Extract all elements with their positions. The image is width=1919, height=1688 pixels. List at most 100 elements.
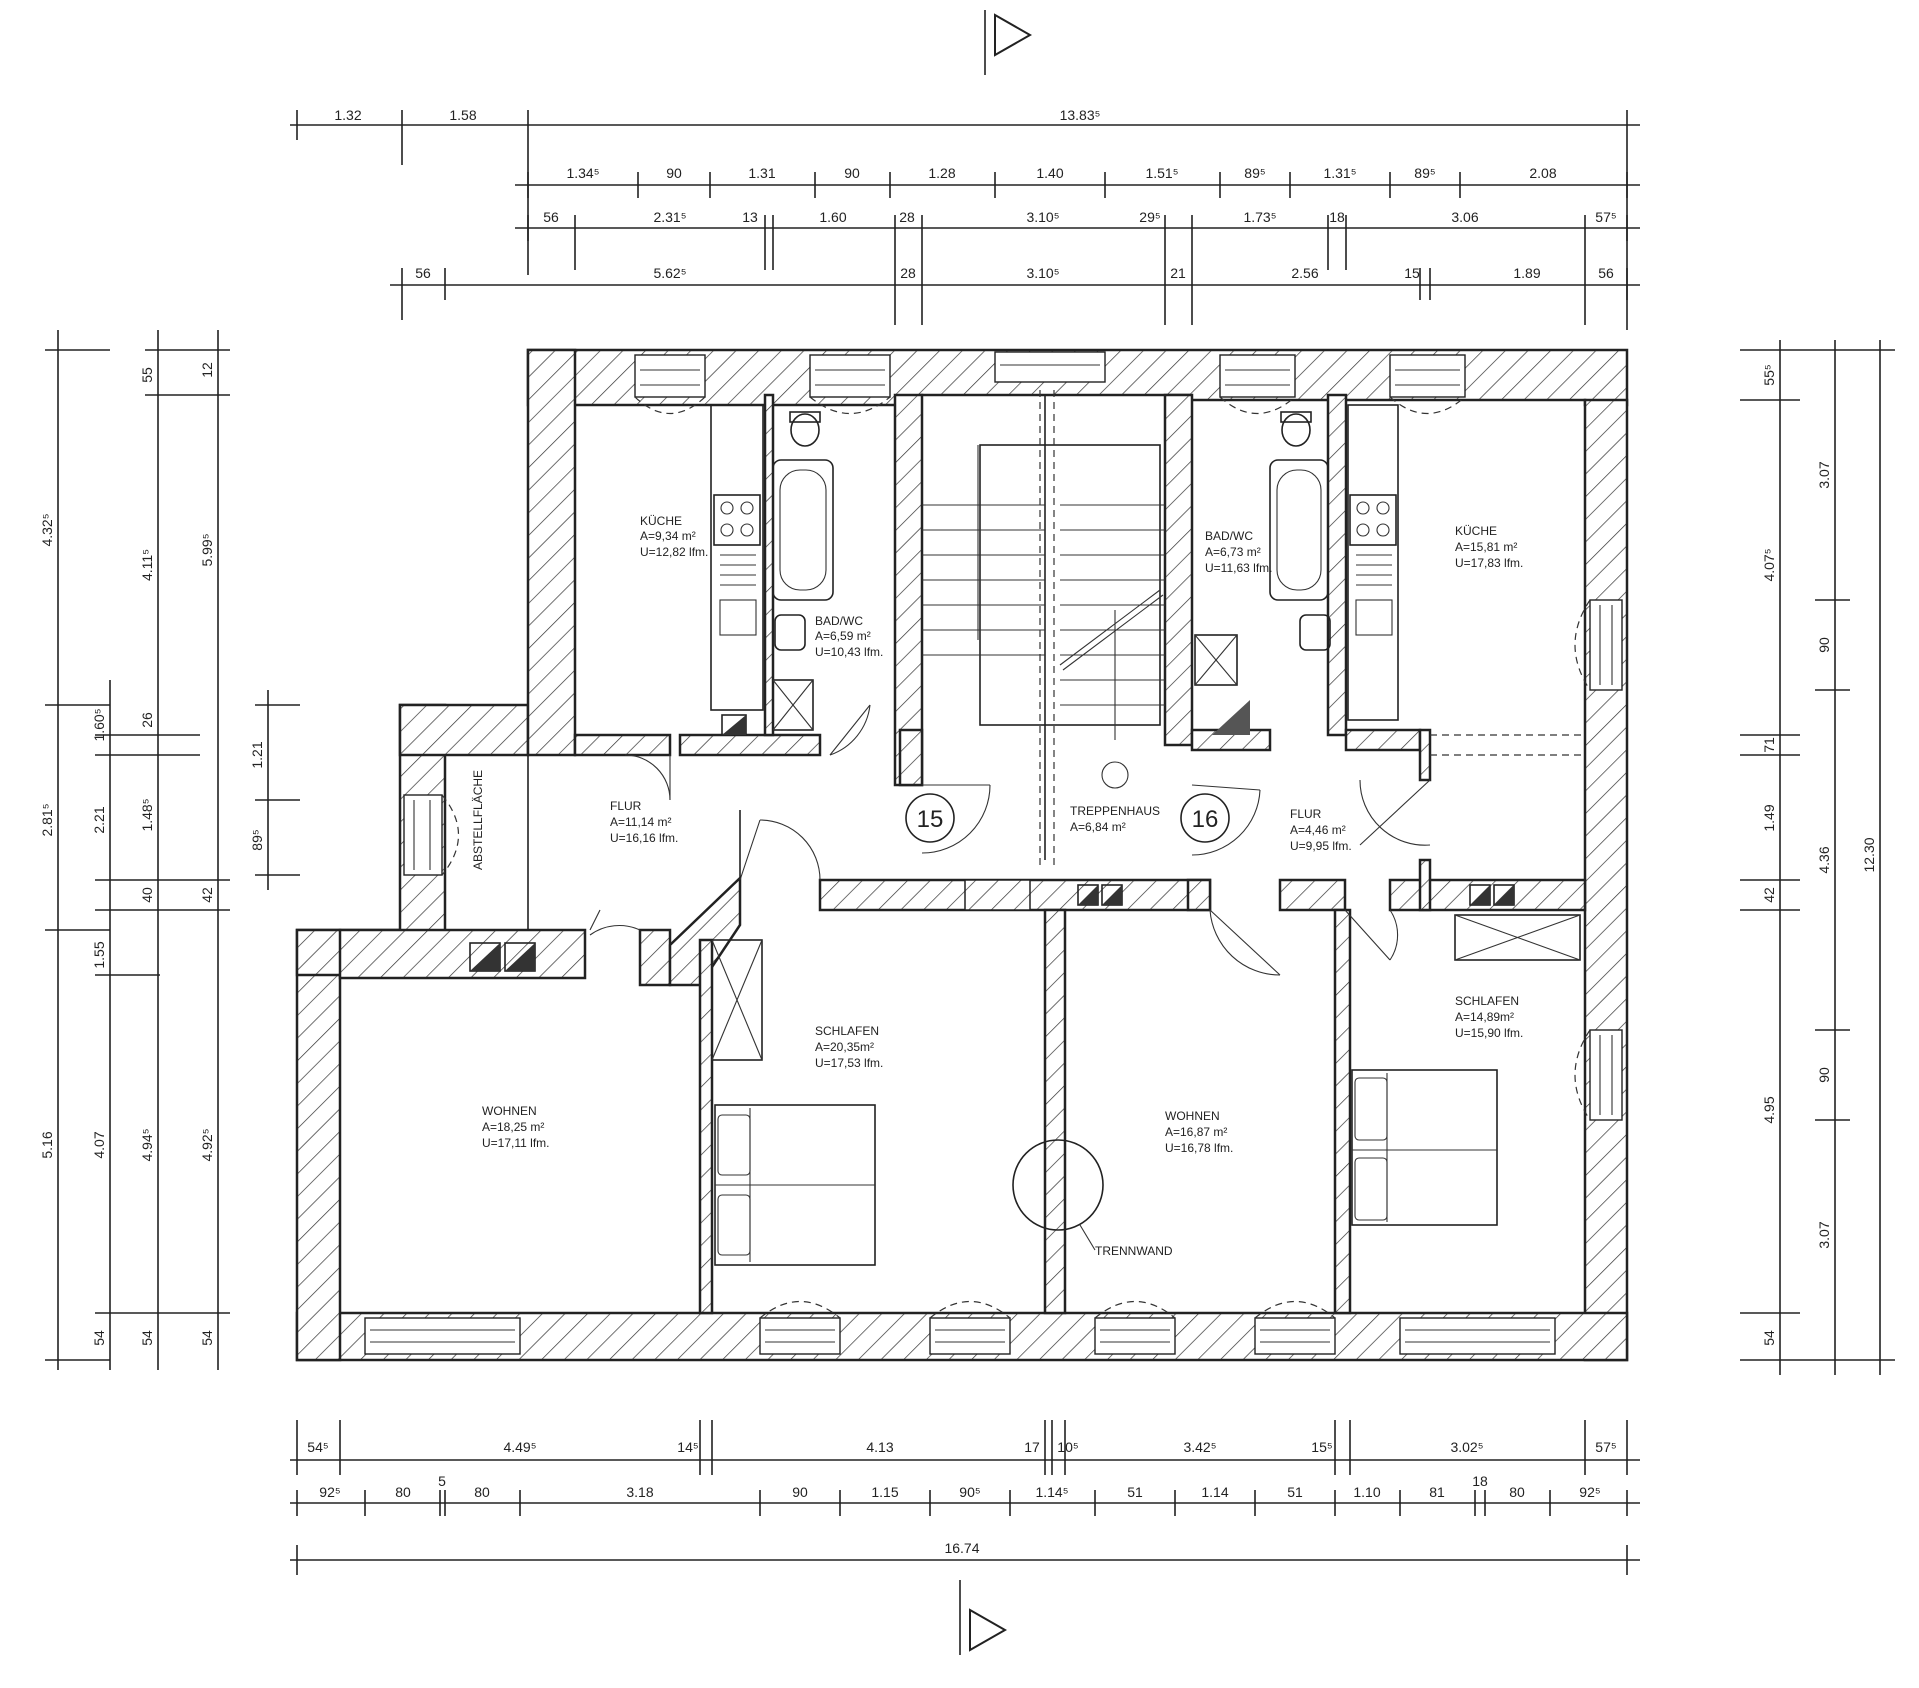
svg-text:U=17,53 lfm.: U=17,53 lfm. (815, 1056, 883, 1070)
walls (295, 348, 1629, 1362)
window-schlafen-r (1399, 1317, 1556, 1355)
svg-text:12.30: 12.30 (1861, 837, 1877, 872)
svg-text:U=12,82 lfm.: U=12,82 lfm. (640, 545, 708, 559)
svg-text:90: 90 (844, 165, 860, 181)
wall-kueche-r-stub (1418, 728, 1432, 782)
svg-text:KÜCHE: KÜCHE (1455, 524, 1497, 538)
svg-text:90: 90 (666, 165, 682, 181)
room-treppenhaus: TREPPENHAUS A=6,84 m² (1070, 804, 1160, 834)
svg-text:2.56: 2.56 (1291, 265, 1318, 281)
svg-text:U=17,83 lfm.: U=17,83 lfm. (1455, 556, 1523, 570)
svg-text:4.94⁵: 4.94⁵ (139, 1128, 155, 1161)
svg-text:1.34⁵: 1.34⁵ (566, 165, 599, 181)
svg-text:WOHNEN: WOHNEN (482, 1104, 537, 1118)
svg-text:16: 16 (1192, 806, 1219, 833)
wall-wohnen-schlafen (698, 938, 714, 1315)
svg-text:4.07: 4.07 (91, 1131, 107, 1158)
wall-left-notch (398, 703, 530, 757)
sink-icon (719, 599, 757, 636)
svg-text:FLUR: FLUR (1290, 807, 1322, 821)
wall-bad-l-bottom (678, 733, 822, 757)
room-flur-right: FLUR A=4,46 m² U=9,95 lfm. (1290, 807, 1352, 853)
svg-text:SCHLAFEN: SCHLAFEN (1455, 994, 1519, 1008)
wall-r-stub-2 (1418, 858, 1432, 912)
svg-text:4.49⁵: 4.49⁵ (503, 1439, 536, 1455)
svg-text:12: 12 (199, 362, 215, 378)
chimney-symbols (469, 714, 1515, 972)
svg-text:KÜCHE: KÜCHE (640, 514, 682, 528)
svg-text:A=6,84 m²: A=6,84 m² (1070, 820, 1126, 834)
room-flur-left: FLUR A=11,14 m² U=16,16 lfm. (610, 799, 678, 845)
washbasin-icon (774, 614, 806, 651)
svg-text:21: 21 (1170, 265, 1186, 281)
svg-text:5.62⁵: 5.62⁵ (653, 265, 686, 281)
wall-kueche-l-bottom (573, 733, 672, 757)
svg-text:2.81⁵: 2.81⁵ (39, 803, 55, 836)
svg-text:51: 51 (1287, 1484, 1303, 1500)
apartment-badge-left: 15 (905, 793, 955, 843)
svg-text:1.55: 1.55 (91, 941, 107, 968)
svg-text:1.14⁵: 1.14⁵ (1035, 1484, 1068, 1500)
wall-kueche-bad-l (763, 393, 775, 737)
svg-text:3.06: 3.06 (1451, 209, 1478, 225)
window-bad-l (809, 354, 891, 398)
svg-text:A=14,89m²: A=14,89m² (1455, 1010, 1514, 1024)
svg-text:1.21: 1.21 (249, 741, 265, 768)
dims-right: 55⁵ 4.07⁵ 71 1.49 42 4.95 54 3.07 90 4.3… (1740, 340, 1895, 1375)
svg-text:1.51⁵: 1.51⁵ (1145, 165, 1178, 181)
svg-text:U=9,95 lfm.: U=9,95 lfm. (1290, 839, 1352, 853)
svg-text:28: 28 (899, 209, 915, 225)
svg-text:A=6,59 m²: A=6,59 m² (815, 629, 871, 643)
svg-text:57⁵: 57⁵ (1595, 209, 1616, 225)
svg-text:92⁵: 92⁵ (319, 1484, 340, 1500)
wall-left-lower (295, 928, 342, 1362)
svg-text:54: 54 (139, 1330, 155, 1346)
svg-text:18: 18 (1472, 1473, 1488, 1489)
staircase (922, 390, 1165, 870)
inner-lines (527, 755, 1581, 1061)
svg-text:56: 56 (415, 265, 431, 281)
shaft-box (1194, 634, 1238, 686)
wall-bad-kueche-r (1326, 393, 1348, 737)
svg-text:15: 15 (917, 806, 944, 833)
shaft-box (711, 939, 763, 1061)
window-wohnen-r-2 (1254, 1317, 1336, 1355)
window-stair (994, 351, 1106, 383)
svg-text:55⁵: 55⁵ (1761, 364, 1777, 385)
bed-left (714, 1104, 876, 1266)
svg-text:1.14: 1.14 (1201, 1484, 1228, 1500)
svg-text:BAD/WC: BAD/WC (815, 614, 863, 628)
svg-text:U=16,78 lfm.: U=16,78 lfm. (1165, 1141, 1233, 1155)
svg-text:54⁵: 54⁵ (307, 1439, 328, 1455)
svg-text:FLUR: FLUR (610, 799, 642, 813)
window-schlafen-l-2 (929, 1317, 1011, 1355)
shaft-box (772, 679, 814, 731)
window-wohnen-l (364, 1317, 521, 1355)
wall-left-top (526, 348, 577, 757)
window-kueche-l (634, 354, 706, 398)
svg-text:55: 55 (139, 367, 155, 383)
svg-text:17: 17 (1024, 1439, 1040, 1455)
window-schlafen-r-side (1589, 1029, 1623, 1121)
window-bad-r (1219, 354, 1296, 398)
svg-text:1.49: 1.49 (1761, 804, 1777, 831)
svg-text:A=15,81 m²: A=15,81 m² (1455, 540, 1517, 554)
svg-text:42: 42 (1761, 887, 1777, 903)
dims-left: 4.32⁵ 2.81⁵ 5.16 55 4.11⁵ 1.60⁵ 1.48⁵ 40… (39, 330, 300, 1370)
svg-text:28: 28 (900, 265, 916, 281)
wall-wohnen-top-2 (638, 928, 672, 987)
svg-text:1.60⁵: 1.60⁵ (91, 708, 107, 741)
svg-text:26: 26 (139, 712, 155, 728)
svg-text:WOHNEN: WOHNEN (1165, 1109, 1220, 1123)
svg-text:U=16,16 lfm.: U=16,16 lfm. (610, 831, 678, 845)
room-wohnen-right: WOHNEN A=16,87 m² U=16,78 lfm. (1165, 1109, 1233, 1155)
room-wohnen-left: WOHNEN A=18,25 m² U=17,11 lfm. (482, 1104, 549, 1150)
svg-text:89⁵: 89⁵ (1414, 165, 1435, 181)
svg-text:1.31: 1.31 (748, 165, 775, 181)
svg-text:4.95: 4.95 (1761, 1096, 1777, 1123)
svg-text:89⁵: 89⁵ (249, 829, 265, 850)
dim-top-1-1: 1.58 (449, 107, 476, 123)
svg-text:A=18,25 m²: A=18,25 m² (482, 1120, 544, 1134)
svg-text:81: 81 (1429, 1484, 1445, 1500)
apartment-badge-right: 16 (1180, 793, 1230, 843)
